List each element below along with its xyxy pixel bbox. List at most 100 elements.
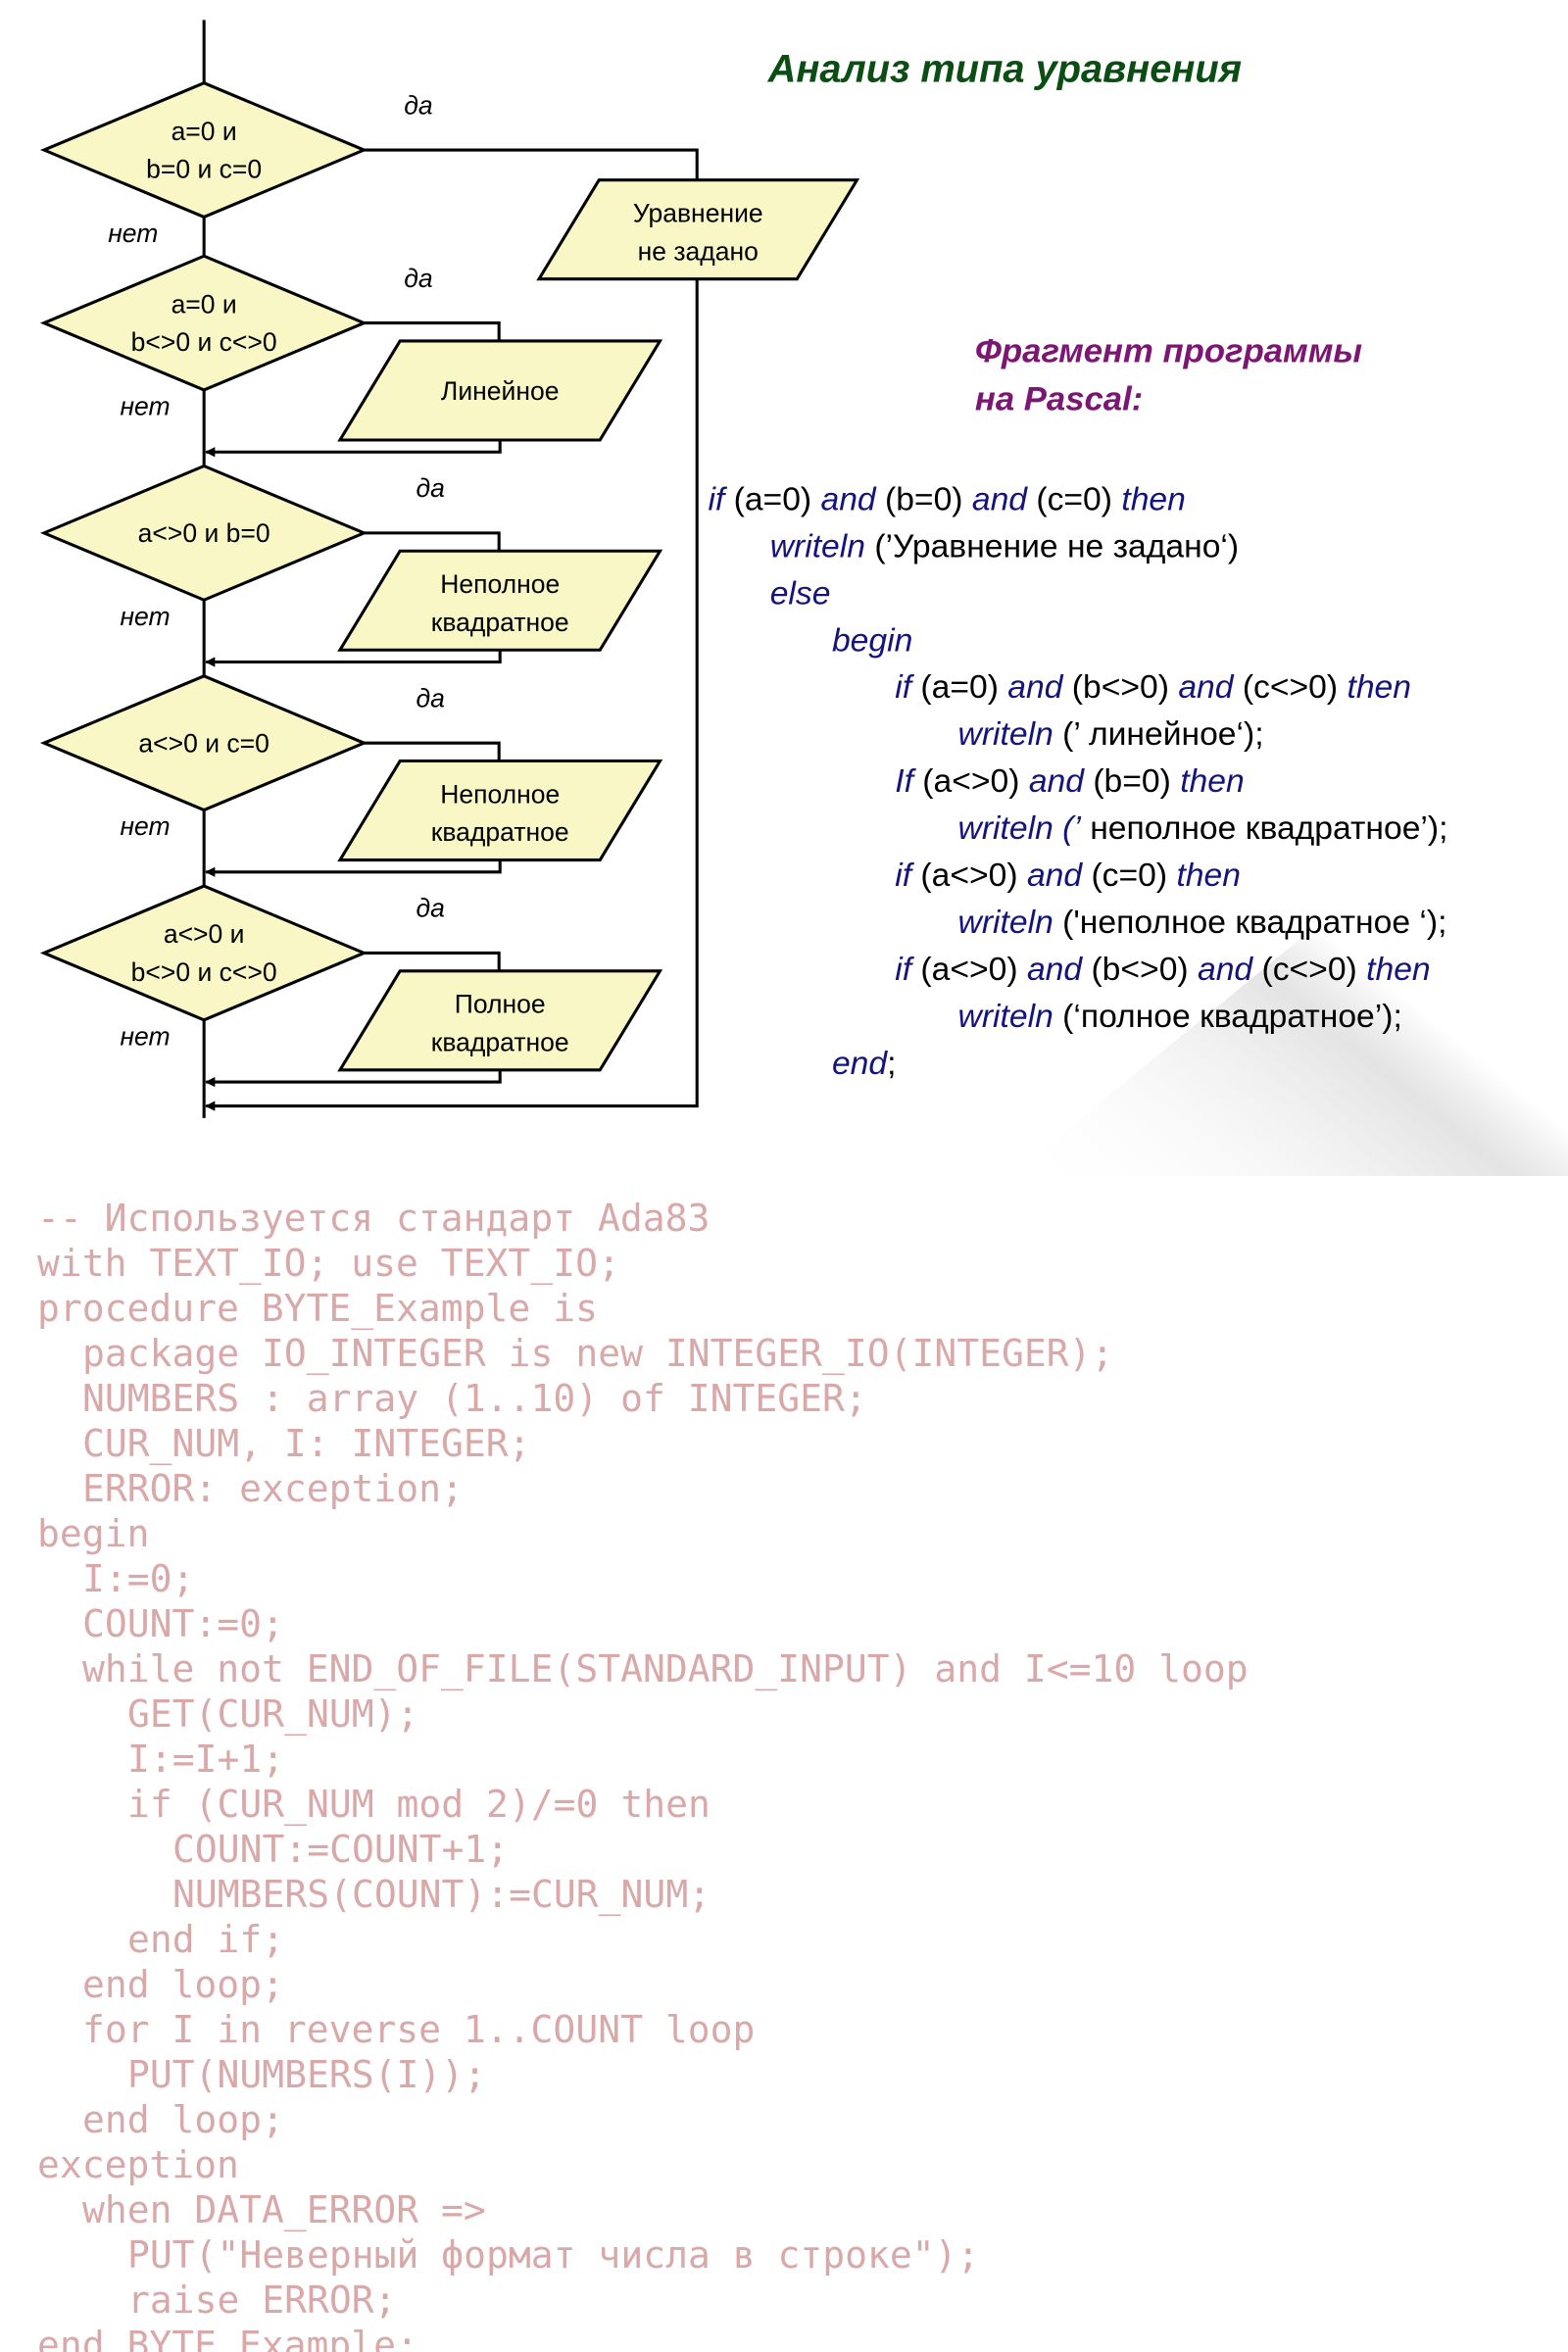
output-3: Неполное квадратное xyxy=(337,549,663,652)
return-line xyxy=(205,1069,502,1088)
decision-diamond xyxy=(39,81,368,220)
yes-branch-line xyxy=(364,321,501,341)
code-line: if (a<>0) and (b<>0) and (c<>0) then xyxy=(895,952,1430,988)
code-keyword: and xyxy=(1029,763,1085,800)
code-text: неполное квадратное’); xyxy=(1081,810,1448,847)
no-label: нет xyxy=(120,602,170,631)
watermark-line: for I in reverse 1..COUNT loop xyxy=(82,2008,756,2051)
code-keyword: else xyxy=(770,575,831,612)
code-line: If (a<>0) and (b=0) then xyxy=(895,763,1244,800)
code-keyword: if xyxy=(708,481,727,517)
decision-diamond xyxy=(39,464,368,602)
output-2: Линейное xyxy=(337,339,663,442)
code-text: (a<>0) xyxy=(911,952,1027,988)
output-parallelogram xyxy=(337,969,663,1072)
code-text: (b=0) xyxy=(876,481,972,517)
code-keyword: then xyxy=(1176,858,1241,894)
yes-label: да xyxy=(416,894,444,923)
code-keyword: and xyxy=(972,481,1028,517)
code-text: (a<>0) xyxy=(911,858,1027,894)
decision-text: b<>0 и c<>0 xyxy=(131,327,277,357)
code-keyword: and xyxy=(820,481,876,517)
code-keyword: writeln xyxy=(770,528,865,564)
yes-branch-line xyxy=(364,148,699,180)
watermark-line: raise ERROR; xyxy=(127,2278,397,2322)
return-line xyxy=(205,859,502,877)
yes-branch-line xyxy=(364,531,501,552)
code-line: if (a<>0) and (c=0) then xyxy=(895,858,1241,894)
yes-label: да xyxy=(416,683,444,712)
no-label: нет xyxy=(120,1021,170,1051)
code-text: (c=0) xyxy=(1082,858,1176,894)
subtitle-line-1: Фрагмент программы xyxy=(975,332,1362,369)
code-keyword: if xyxy=(895,952,914,988)
code-text: ; xyxy=(887,1046,896,1082)
watermark-line: package IO_INTEGER is new INTEGER_IO(INT… xyxy=(82,1332,1114,1375)
subtitle-line-2: на Pascal: xyxy=(975,380,1143,417)
code-text: (a<>0) xyxy=(913,763,1029,800)
watermark-line: end if; xyxy=(127,1918,285,1961)
code-keyword: then xyxy=(1121,481,1186,517)
output-5: Полное квадратное xyxy=(337,969,663,1072)
code-keyword: and xyxy=(1027,858,1083,894)
decision-text: b<>0 и c<>0 xyxy=(131,957,277,987)
watermark-line: COUNT:=0; xyxy=(82,1602,284,1645)
decision-text: a<>0 и c=0 xyxy=(138,728,270,758)
watermark-line: procedure BYTE_Example is xyxy=(37,1287,598,1330)
code-keyword: writeln xyxy=(958,905,1054,941)
output-parallelogram xyxy=(337,339,663,442)
output-text: квадратное xyxy=(431,1027,569,1056)
output-text: Неполное xyxy=(440,569,560,599)
watermark-line: when DATA_ERROR => xyxy=(82,2188,486,2231)
output-parallelogram xyxy=(337,549,663,652)
code-line: writeln (’ линейное‘); xyxy=(958,716,1264,753)
output-parallelogram xyxy=(337,760,663,862)
code-keyword: then xyxy=(1366,952,1431,988)
decision-text: a<>0 и b=0 xyxy=(138,518,270,548)
code-text: (’ линейное‘); xyxy=(1054,716,1264,753)
code-line: else xyxy=(770,575,831,612)
code-keyword: if xyxy=(895,669,914,706)
watermark-line: COUNT:=COUNT+1; xyxy=(172,1828,510,1871)
watermark-line: NUMBERS(COUNT):=CUR_NUM; xyxy=(172,1873,711,1916)
code-keyword: and xyxy=(1198,952,1253,988)
decision-text: b=0 и c=0 xyxy=(146,155,262,184)
watermark-line: with TEXT_IO; use TEXT_IO; xyxy=(37,1242,620,1285)
yes-branch-line xyxy=(364,741,501,761)
code-keyword: and xyxy=(1007,669,1063,706)
decision-diamond xyxy=(39,884,368,1022)
no-label: нет xyxy=(120,811,170,841)
watermark-line: end loop; xyxy=(82,1963,284,2006)
output-text: Уравнение xyxy=(633,199,763,228)
no-label: нет xyxy=(108,219,158,248)
output-text: квадратное xyxy=(431,608,569,637)
code-keyword: and xyxy=(1178,669,1234,706)
code-keyword: writeln (’ xyxy=(958,810,1082,847)
output-text: не задано xyxy=(638,236,759,266)
code-keyword: then xyxy=(1180,763,1245,800)
yes-label: да xyxy=(416,473,444,503)
code-line: writeln (’ неполное квадратное’); xyxy=(958,810,1448,847)
code-text: (c=0) xyxy=(1027,481,1121,517)
watermark-line: begin xyxy=(37,1512,150,1555)
page-curl xyxy=(1009,719,1568,1176)
code-text: ('неполное квадратное ‘); xyxy=(1054,905,1447,941)
watermark-line: -- Используется стандарт Ada83 xyxy=(37,1197,710,1240)
code-keyword: writeln xyxy=(958,999,1054,1035)
code-line: end; xyxy=(832,1046,897,1082)
code-text: (b<>0) xyxy=(1082,952,1198,988)
watermark-line: PUT("Неверный формат числа в строке"); xyxy=(127,2233,980,2277)
output-text: Полное xyxy=(455,990,546,1019)
yes-label: да xyxy=(404,90,432,120)
decision-text: a=0 и xyxy=(172,289,237,318)
output-parallelogram xyxy=(536,178,860,281)
code-line: writeln ('неполное квадратное ‘); xyxy=(958,905,1447,941)
code-text: (a=0) xyxy=(724,481,820,517)
slide-title: Анализ типа уравнения xyxy=(767,48,1242,91)
